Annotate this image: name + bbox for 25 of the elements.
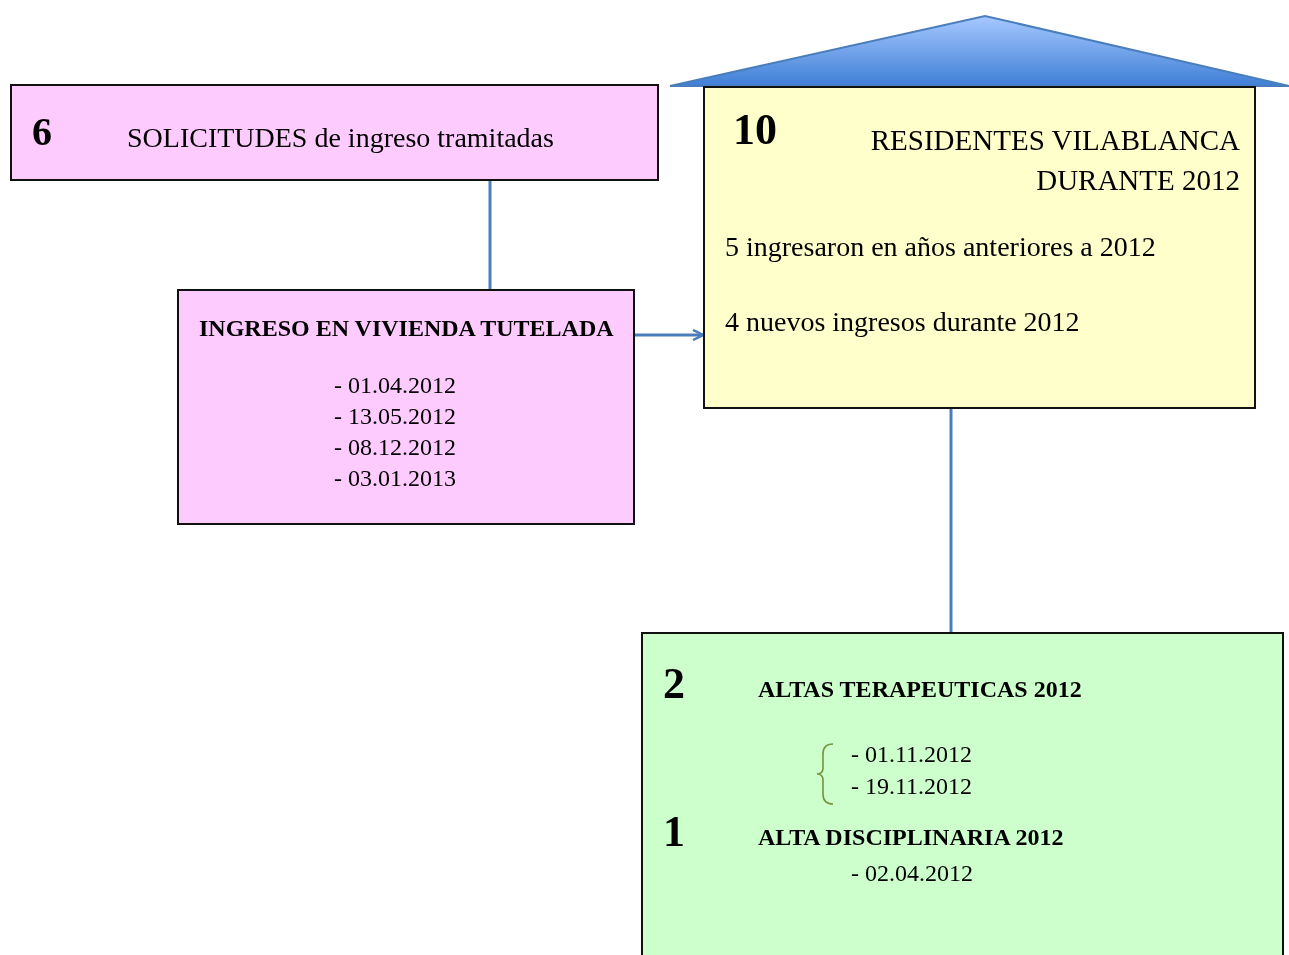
date-text: - 02.04.2012: [851, 861, 974, 885]
process-box: [10, 84, 659, 181]
date-text: - 01.04.2012: [334, 373, 457, 397]
connector-line: [488, 181, 492, 289]
house-box: [703, 86, 1256, 409]
process-box: [177, 289, 635, 525]
heading-text: ALTAS TERAPEUTICAS 2012: [758, 677, 1083, 701]
date-text: - 13.05.2012: [334, 404, 457, 428]
date-text: - 01.11.2012: [851, 742, 974, 766]
body-text: 5 ingresaron en años anteriores a 2012: [725, 233, 1157, 261]
body-text: 4 nuevos ingresos durante 2012: [725, 308, 1081, 336]
heading-text: INGRESO EN VIVIENDA TUTELADA: [199, 314, 615, 343]
count-number: 1: [663, 810, 686, 854]
heading-text: ALTA DISCIPLINARIA 2012: [758, 825, 1065, 849]
date-text: - 08.12.2012: [334, 435, 457, 459]
process-box: [641, 632, 1284, 955]
date-text: - 19.11.2012: [851, 774, 974, 798]
connector-line: [949, 409, 953, 632]
heading-text: SOLICITUDES de ingreso tramitadas: [127, 124, 555, 152]
count-number: 2: [663, 662, 686, 706]
heading-text: RESIDENTES VILABLANCA DURANTE 2012: [869, 123, 1240, 198]
count-number: 10: [733, 108, 778, 152]
arrow: [635, 328, 705, 342]
count-number: 6: [32, 112, 53, 152]
date-text: - 03.01.2013: [334, 466, 457, 490]
